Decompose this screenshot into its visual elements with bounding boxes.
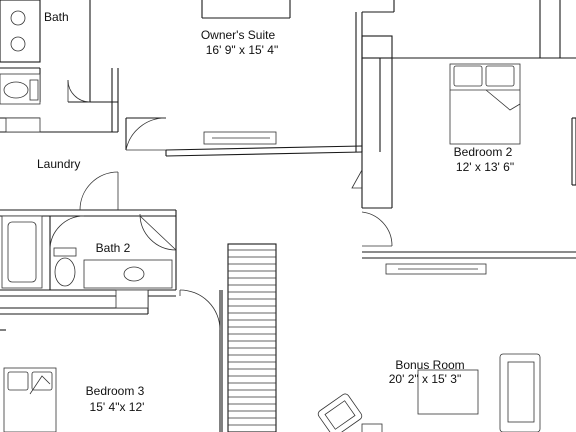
room-name-bonus-room: Bonus Room — [395, 358, 464, 372]
stair-treads — [228, 249, 276, 426]
room-name-bath-2: Bath 2 — [96, 241, 131, 255]
room-size-bonus-room: 20' 2" x 15' 3" — [389, 372, 461, 386]
room-labels: Bath Owner's Suite 16' 9" x 15' 4" Laund… — [37, 10, 514, 414]
room-name-bedroom-3: Bedroom 3 — [86, 384, 145, 398]
doors — [49, 79, 393, 331]
room-name-laundry: Laundry — [37, 157, 80, 171]
fixtures-lower — [3, 353, 541, 432]
room-size-bedroom-2: 12' x 13' 6" — [456, 160, 514, 174]
room-name-bath: Bath — [44, 10, 69, 24]
fixtures — [0, 10, 521, 432]
room-size-bedroom-3: 15' 4"x 12' — [90, 400, 145, 414]
room-size-owners-suite: 16' 9" x 15' 4" — [206, 43, 278, 57]
room-name-owners-suite: Owner's Suite — [201, 28, 276, 42]
room-name-bedroom-2: Bedroom 2 — [454, 145, 513, 159]
